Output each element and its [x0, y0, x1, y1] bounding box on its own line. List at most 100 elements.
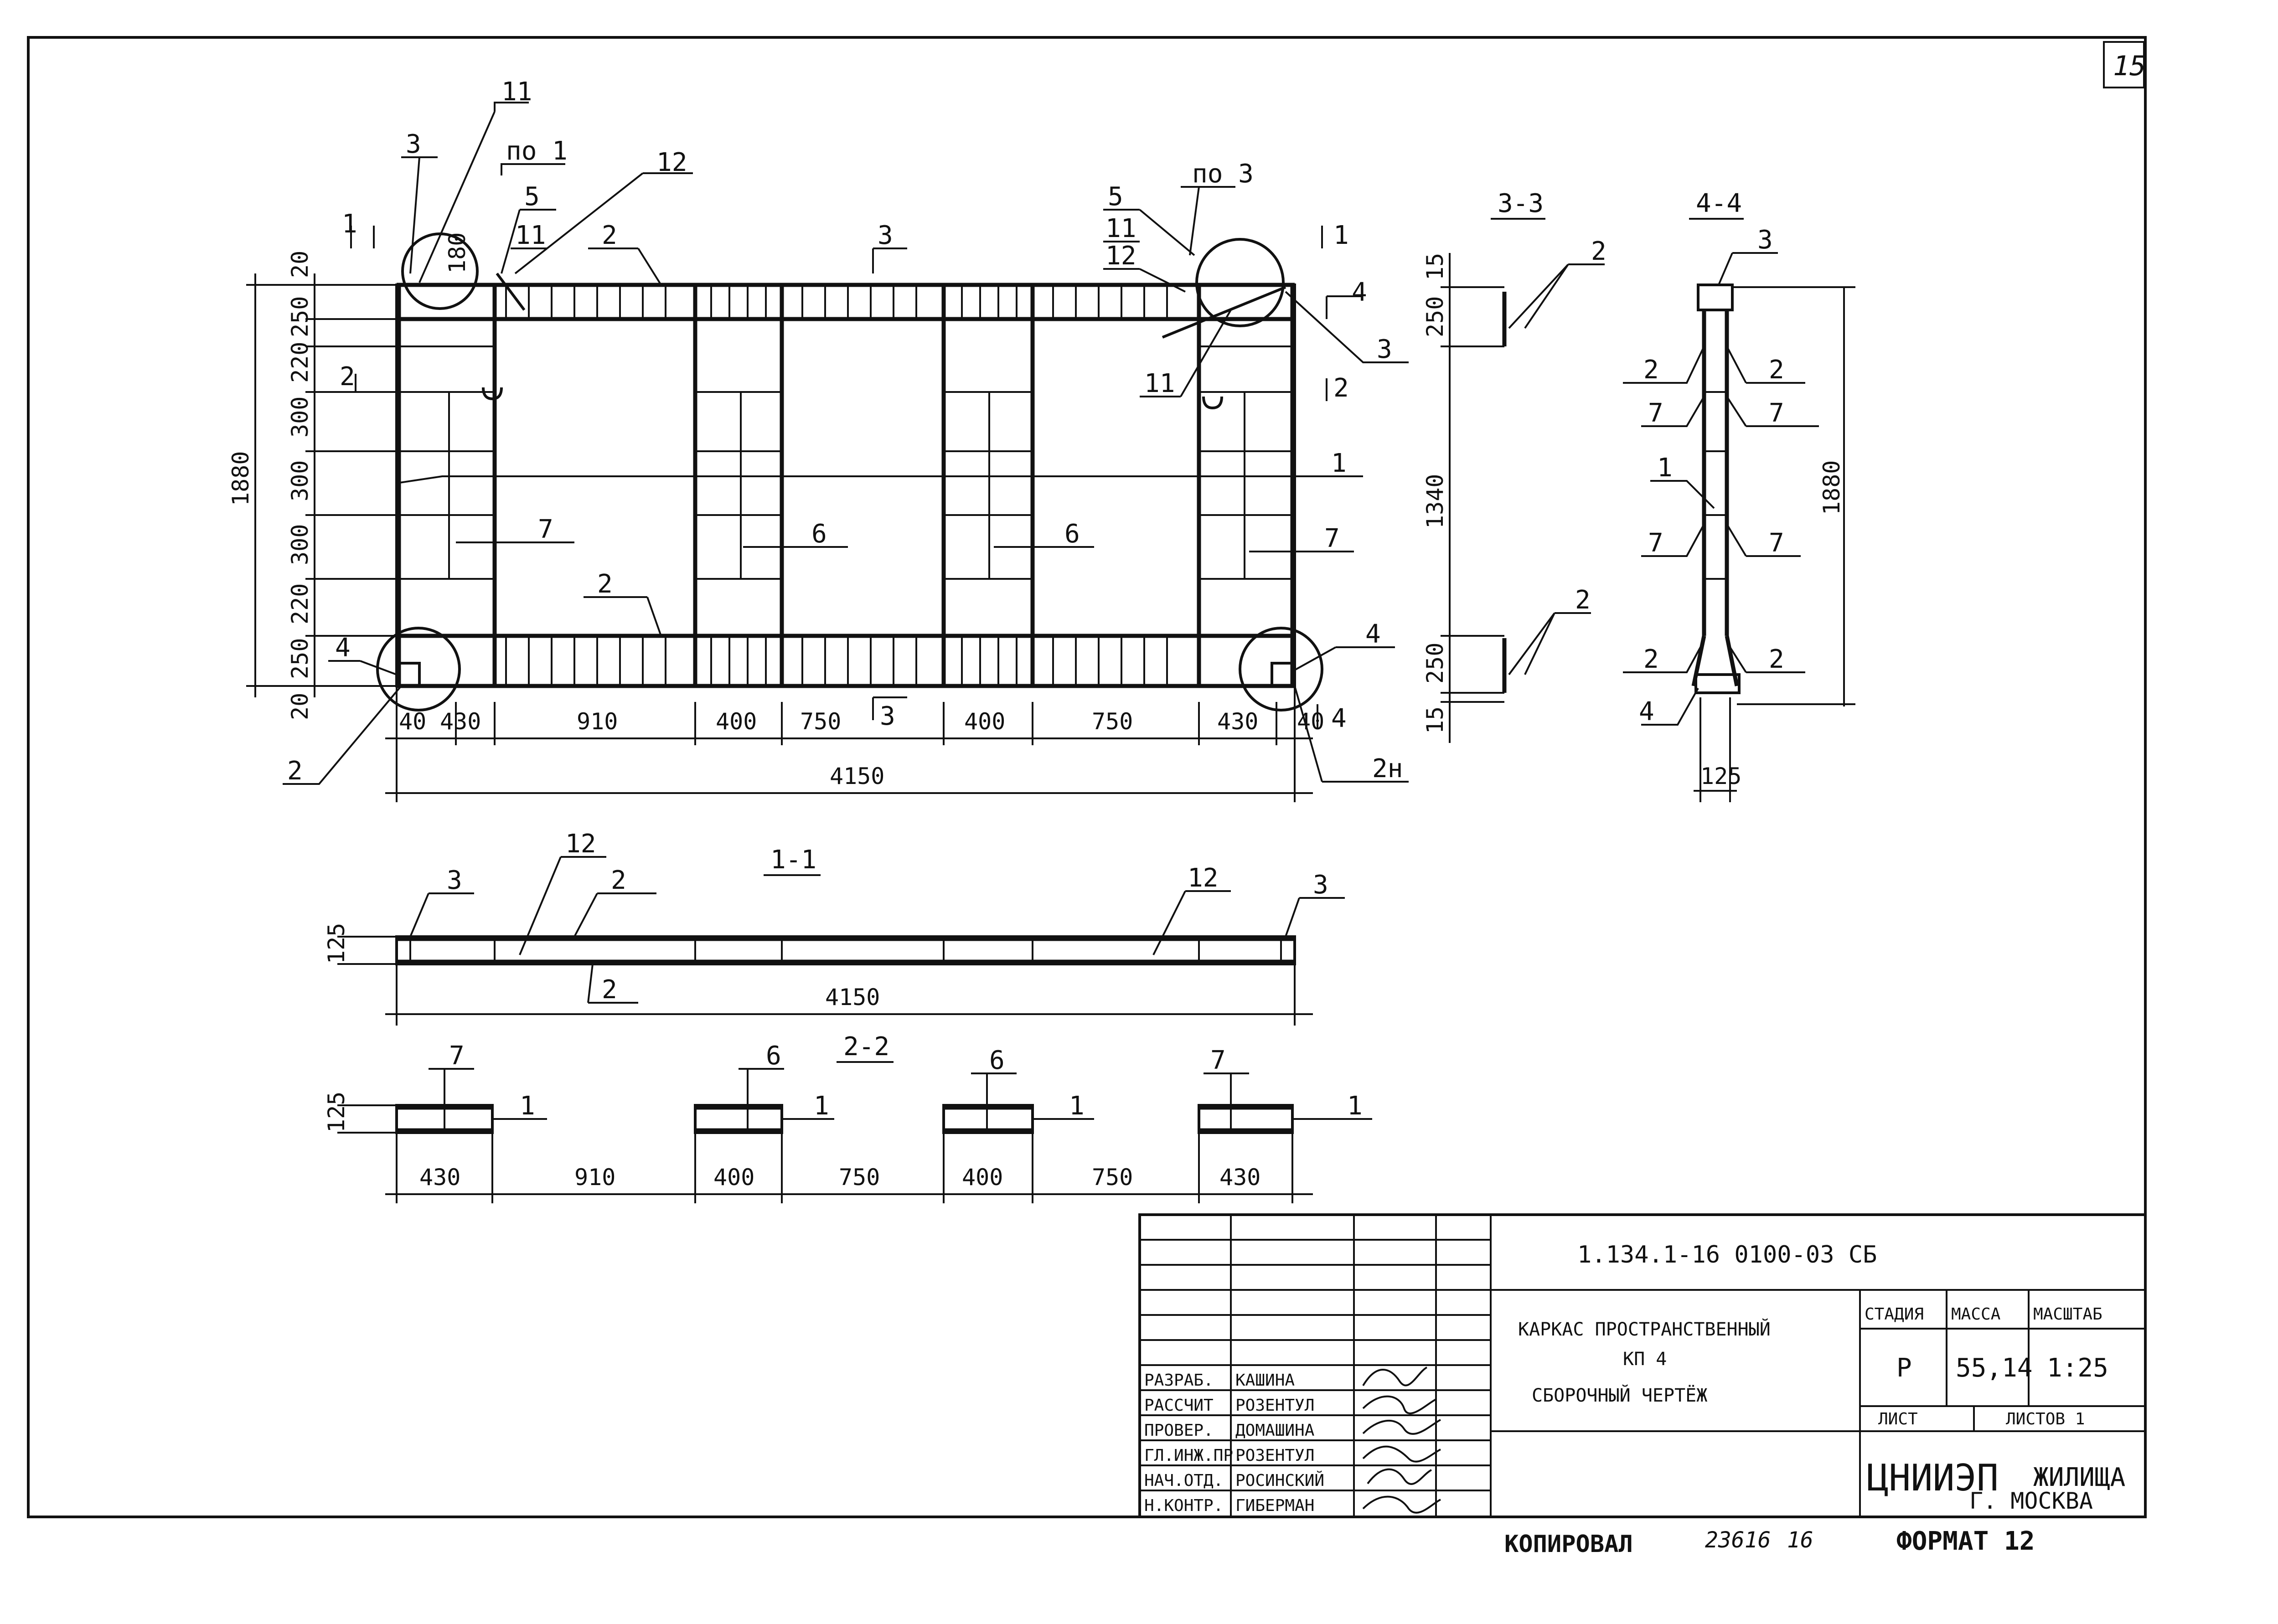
vdim-220-bottom: 220	[287, 583, 313, 624]
section-mark-1-top: 1	[342, 209, 357, 239]
section-33-title: 3-3	[1498, 189, 1544, 218]
vdim-300-b: 300	[287, 460, 313, 501]
stamp-stage-value: Р	[1896, 1353, 1912, 1383]
sign-role-4: ГЛ.ИНЖ.ПР.	[1144, 1446, 1243, 1465]
s44-callout-3: 3	[1757, 225, 1773, 255]
s22-callout-6-right: 6	[989, 1046, 1005, 1075]
sign-role-6: Н.КОНТР.	[1144, 1496, 1223, 1515]
dim-40-left: 40	[399, 708, 426, 735]
sheet-number: 15	[2113, 50, 2146, 82]
callout-3-right: 3	[1377, 335, 1392, 364]
detail-circle-top-right	[1195, 238, 1285, 327]
s33-dim-250-top: 250	[1422, 296, 1448, 337]
vdim-300-a: 300	[287, 397, 313, 438]
sheet-number-box	[2103, 41, 2145, 88]
stamp-mass-header: МАССА	[1951, 1305, 2001, 1324]
s11-callout-12-right: 12	[1188, 863, 1218, 893]
vdim-250-bottom: 250	[287, 638, 313, 679]
s33-dim-15-top: 15	[1422, 253, 1448, 280]
dim-40-right: 40	[1297, 708, 1324, 735]
vdim-300-c: 300	[287, 524, 313, 565]
stamp-mass-value: 55,14	[1956, 1353, 2033, 1383]
sign-role-2: РАССЧИТ	[1144, 1396, 1214, 1415]
callout-11-top: 11	[501, 77, 532, 107]
callout-4-right: 4	[1365, 619, 1381, 649]
callout-2-bottom-left: 2	[287, 756, 303, 786]
s11-dim-length: 4150	[825, 984, 880, 1010]
sheet-frame	[27, 36, 2147, 1518]
section-4-4: 4-4 1880 125 3 2 2 7 7 1 7 7 2 2 4	[1623, 189, 1855, 802]
section-mark-4-bottom: 4	[1331, 704, 1347, 733]
detail-circle-bottom-right	[1239, 627, 1323, 711]
s22-callout-1-c: 1	[1069, 1091, 1085, 1121]
callout-7-left: 7	[538, 515, 553, 544]
drawing-code: 1.134.1-16 0100-03 СБ	[1577, 1241, 1877, 1268]
dim-400-b: 400	[964, 708, 1005, 735]
vdim-250-top: 250	[287, 296, 313, 337]
callout-6-right: 6	[1064, 519, 1080, 549]
section-mark-4-top: 4	[1352, 278, 1367, 307]
s22-dim-910: 910	[574, 1164, 615, 1191]
stamp-scale-header: МАСШТАБ	[2033, 1305, 2102, 1324]
sign-role-3: ПРОВЕР.	[1144, 1421, 1214, 1440]
dim-750-a: 750	[800, 708, 841, 735]
s22-callout-6-left: 6	[766, 1041, 781, 1071]
dim-430-left: 430	[440, 708, 481, 735]
s44-callout-1: 1	[1657, 453, 1673, 483]
s33-callout-2-bottom: 2	[1575, 585, 1591, 615]
section-mark-2-right: 2	[1333, 373, 1349, 403]
section-11-title: 1-1	[770, 845, 816, 875]
s22-callout-7-left: 7	[449, 1041, 465, 1071]
section-mark-2-left: 2	[340, 362, 355, 392]
s33-dim-15-bottom: 15	[1422, 706, 1448, 734]
title-line-2: КП 4	[1623, 1349, 1667, 1370]
s33-dim-250-bottom: 250	[1422, 643, 1448, 684]
callout-4-left: 4	[335, 633, 351, 663]
dim-750-b: 750	[1092, 708, 1133, 735]
callout-5-left: 5	[524, 182, 540, 211]
section-mark-3-top: 3	[878, 221, 893, 250]
callout-po1: по 1	[506, 136, 568, 166]
footer-copied: КОПИРОВАЛ	[1504, 1531, 1633, 1558]
org-sub: ЖИЛИЩА	[2033, 1463, 2125, 1492]
s11-dim-height: 125	[323, 923, 350, 964]
vdim-total-height: 1880	[227, 451, 254, 506]
callout-12-left: 12	[656, 148, 687, 177]
s11-callout-12-left: 12	[565, 829, 596, 859]
sign-name-2: РОЗЕНТУЛ	[1235, 1396, 1314, 1415]
s44-callout-2-tl: 2	[1643, 355, 1659, 385]
top-belt-stirrups	[505, 285, 1168, 319]
stamp-sheet-label: ЛИСТ	[1878, 1410, 1918, 1428]
dim-430-right: 430	[1217, 708, 1258, 735]
s44-dim-height: 1880	[1818, 460, 1845, 515]
s11-callout-3-right: 3	[1313, 870, 1328, 900]
s11-callout-2-top: 2	[611, 866, 626, 895]
callout-5-right: 5	[1108, 182, 1123, 211]
callout-6-left: 6	[811, 519, 827, 549]
vdim-20-top: 20	[287, 251, 313, 278]
main-view-callouts: 11 по 1 5 11 12 2 3 по 3 5 11 12 3 11 1 …	[283, 77, 1409, 786]
sign-name-1: КАШИНА	[1235, 1371, 1295, 1390]
sign-name-6: ГИБЕРМАН	[1235, 1496, 1314, 1515]
s22-callout-1-a: 1	[520, 1091, 535, 1121]
footer: КОПИРОВАЛ 23616 16 ФОРМАТ 12	[1504, 1526, 2035, 1558]
s44-callout-7-br: 7	[1769, 528, 1784, 558]
vdim-220-top: 220	[287, 342, 313, 383]
s22-dim-750-b: 750	[1092, 1164, 1133, 1191]
bottom-belt-stirrups	[505, 636, 1168, 686]
footer-copy-no: 16	[1787, 1527, 1813, 1553]
s44-callout-2-br: 2	[1769, 644, 1784, 674]
callout-12-right: 12	[1105, 241, 1136, 271]
s22-callout-1-d: 1	[1347, 1091, 1363, 1121]
s11-callout-3-left: 3	[447, 866, 462, 895]
footer-number: 23616	[1705, 1527, 1771, 1553]
sign-name-4: РОЗЕНТУЛ	[1235, 1446, 1314, 1465]
callout-3-top-left: 3	[406, 129, 421, 159]
s22-dim-430-left: 430	[419, 1164, 460, 1191]
org-city: Г. МОСКВА	[1969, 1488, 2093, 1514]
callout-1: 1	[1331, 449, 1347, 478]
section-mark-1-right: 1	[1333, 221, 1349, 250]
title-block: 1.134.1-16 0100-03 СБ КАРКАС ПРОСТРАНСТВ…	[1138, 1213, 2147, 1518]
section-22-title: 2-2	[843, 1032, 889, 1062]
